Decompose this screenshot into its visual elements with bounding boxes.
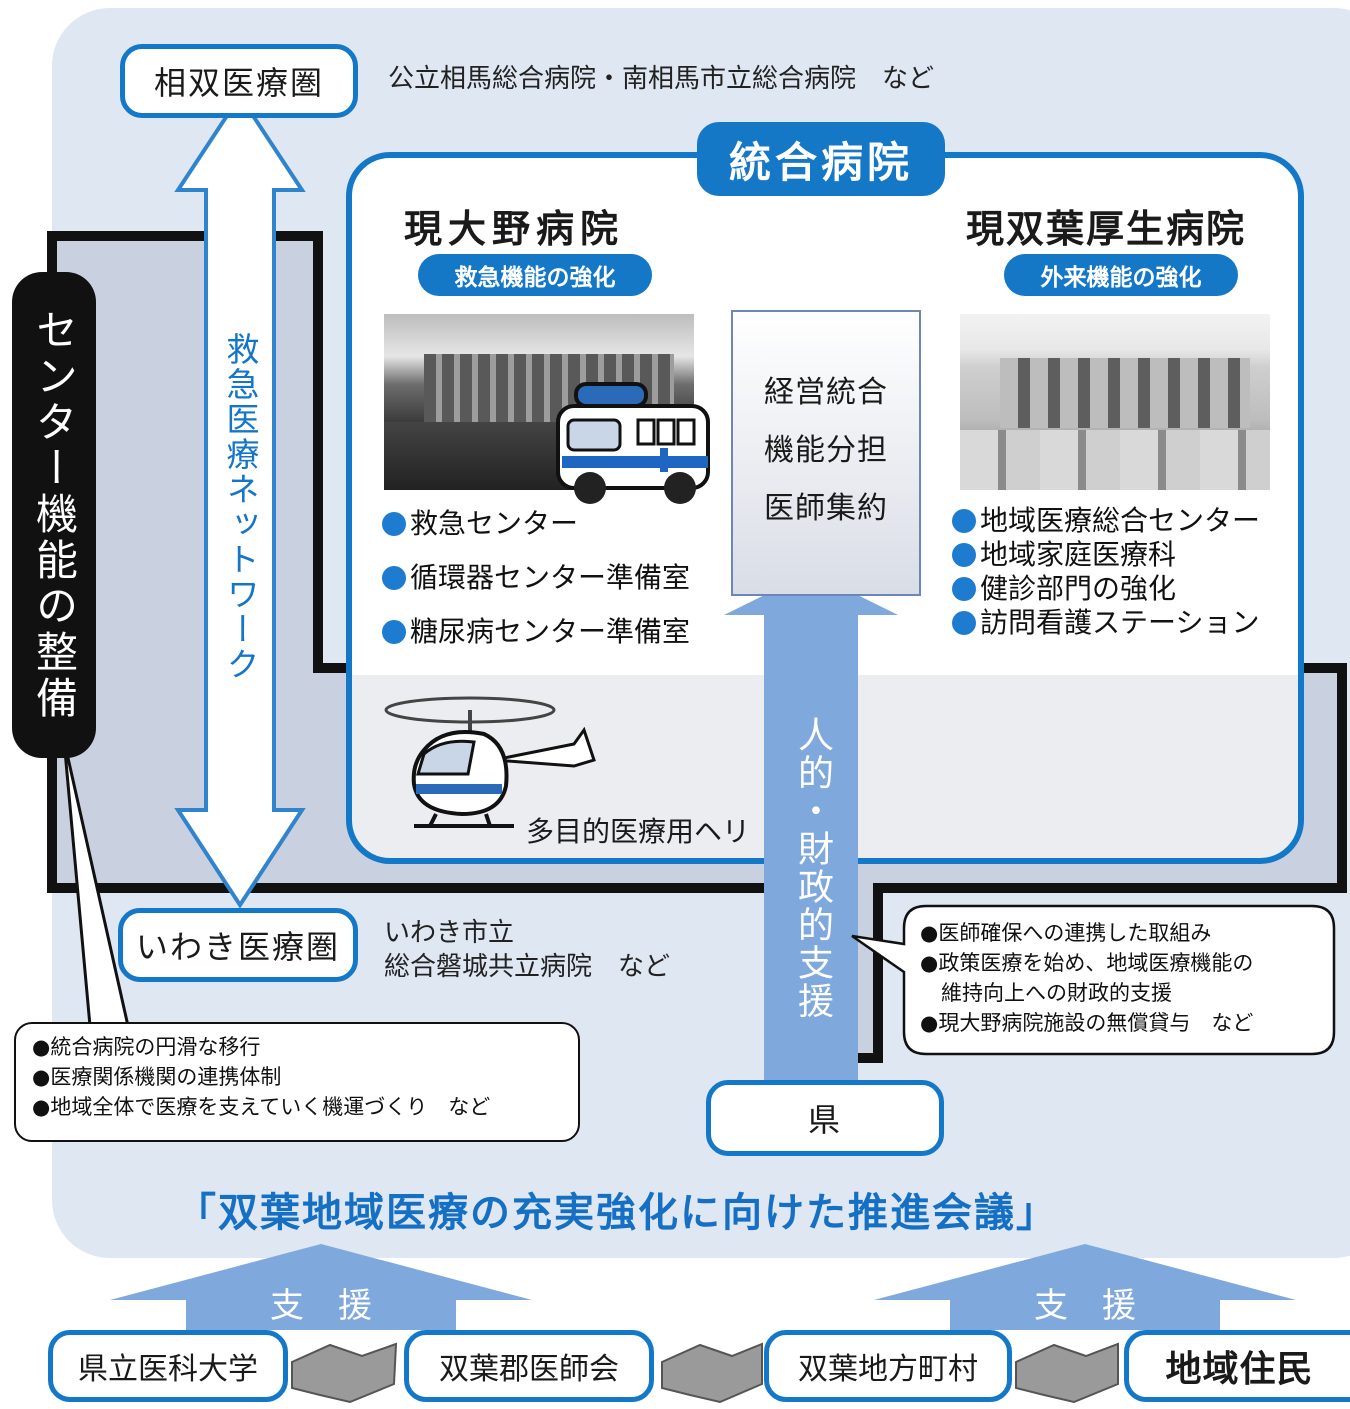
ambulance-icon (556, 382, 710, 504)
list-item-label: 糖尿病センター準備室 (410, 615, 691, 648)
center-callout-box: ●統合病院の円滑な移行 ●医療関係機関の連携体制 ●地域全体で医療を支えていく機… (14, 1022, 580, 1142)
integrated-title: 統合病院 (697, 122, 945, 196)
integration-item-2: 機能分担 (764, 433, 888, 468)
center-function-text: センター機能の整備 (29, 308, 79, 722)
center-callout-line-3: ●地域全体で医療を支えていく機運づくり など (32, 1095, 491, 1119)
bullet-icon (952, 577, 976, 601)
bullet-icon (952, 611, 976, 635)
integration-item-3: 医師集約 (764, 491, 888, 526)
support-arrow-right (874, 1244, 1296, 1330)
support-up-arrow (724, 572, 898, 1090)
support-arrow-left (110, 1244, 532, 1330)
network-label: 救急医療ネットワーク (221, 332, 260, 682)
support-label-right: 支 援 (1034, 1286, 1136, 1326)
network-double-arrow (174, 92, 306, 909)
bottom-box-residents: 地域住民 (1124, 1330, 1350, 1402)
list-item: 糖尿病センター準備室 (382, 614, 690, 650)
list-item-label: 救急センター (410, 507, 579, 540)
list-item: 健診部門の強化 (952, 572, 1260, 606)
integration-box: 経営統合 機能分担 医師集約 (731, 310, 921, 596)
helicopter-label: 多目的医療用ヘリ (526, 815, 751, 848)
right-hospital-photo (960, 314, 1270, 490)
handshake-icon-3 (1015, 1342, 1119, 1404)
pref-box: 県 (706, 1080, 944, 1156)
pref-label: 県 (807, 1101, 842, 1139)
bottom-label-medical-association: 双葉郡医師会 (439, 1352, 619, 1387)
right-hospital-items: 地域医療総合センター 地域家庭医療科 健診部門の強化 訪問看護ステーション (952, 504, 1260, 640)
bottom-label-municipalities: 双葉地方町村 (798, 1352, 978, 1387)
list-item: 地域家庭医療科 (952, 538, 1260, 572)
bullet-icon (952, 509, 976, 533)
pref-callout-line-4: ●現大野病院施設の無償貸与 など (920, 1011, 1254, 1035)
region-box-sousou: 相双医療圏 (120, 44, 358, 118)
list-item-label: 健診部門の強化 (980, 572, 1177, 605)
bottom-box-medical-association: 双葉郡医師会 (404, 1330, 654, 1402)
support-label-left: 支 援 (270, 1286, 372, 1326)
bullet-icon (952, 543, 976, 567)
right-hospital-name: 現双葉厚生病院 (966, 207, 1247, 251)
region-hospitals-iwaki-line1: いわき市立 (384, 918, 515, 948)
left-hospital-name: 現大野病院 (404, 207, 625, 251)
center-callout-line-1: ●統合病院の円滑な移行 (32, 1035, 261, 1059)
pref-callout: ●医師確保への連携した取組み ●政策医療を始め、地域医療機能の 維持向上への財政… (920, 918, 1253, 1038)
pref-callout-line-2: ●政策医療を始め、地域医療機能の (920, 951, 1254, 975)
center-function-label: センター機能の整備 (12, 272, 96, 758)
conference-title: 「双葉地域医療の充実強化に向けた推進会議」 (176, 1190, 1058, 1236)
pref-callout-line-3: 維持向上への財政的支援 (920, 981, 1172, 1005)
list-item-label: 地域医療総合センター (980, 504, 1261, 537)
list-item: 訪問看護ステーション (952, 606, 1260, 640)
handshake-icon-1 (291, 1342, 398, 1404)
region-box-iwaki: いわき医療圏 (118, 908, 358, 982)
region-label-sousou: 相双医療圏 (153, 64, 324, 102)
bullet-icon (382, 566, 406, 590)
list-item: 循環器センター準備室 (382, 560, 690, 596)
support-arrow-label: 人的・財政的支援 (792, 716, 833, 1020)
bottom-box-medical-university: 県立医科大学 (48, 1330, 288, 1402)
bottom-box-municipalities: 双葉地方町村 (764, 1330, 1012, 1402)
left-hospital-tag: 救急機能の強化 (418, 254, 652, 296)
region-hospitals-iwaki: いわき市立 総合磐城共立病院 など (384, 916, 670, 984)
center-callout-line-2: ●医療関係機関の連携体制 (32, 1065, 282, 1089)
region-hospitals-iwaki-line2: 総合磐城共立病院 など (384, 952, 671, 982)
region-label-iwaki: いわき医療圏 (135, 928, 340, 966)
pref-callout-line-1: ●医師確保への連携した取組み (920, 921, 1212, 945)
list-item-label: 循環器センター準備室 (410, 561, 691, 594)
list-item-label: 訪問看護ステーション (980, 606, 1260, 639)
region-hospitals-sousou: 公立相馬総合病院・南相馬市立総合病院 など (388, 64, 935, 94)
bullet-icon (382, 512, 406, 536)
right-hospital-tag: 外来機能の強化 (1004, 254, 1238, 296)
bottom-label-residents: 地域住民 (1165, 1349, 1314, 1390)
bullet-icon (382, 620, 406, 644)
handshake-icon-2 (661, 1342, 763, 1404)
bottom-label-medical-university: 県立医科大学 (78, 1352, 258, 1387)
list-item: 地域医療総合センター (952, 504, 1260, 538)
integration-item-1: 経営統合 (764, 375, 888, 410)
left-hospital-items: 救急センター 循環器センター準備室 糖尿病センター準備室 (382, 506, 690, 650)
list-item-label: 地域家庭医療科 (980, 538, 1177, 571)
list-item: 救急センター (382, 506, 690, 542)
helicopter-icon (384, 696, 596, 828)
